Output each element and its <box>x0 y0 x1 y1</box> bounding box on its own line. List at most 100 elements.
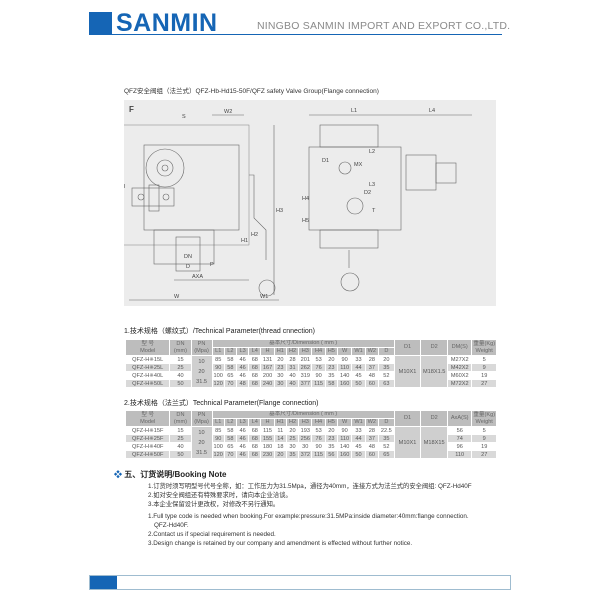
cell-dim: 110 <box>336 434 353 443</box>
header-col: L4 <box>248 418 262 427</box>
header-col: H5 <box>324 418 338 427</box>
cell-dim: 33 <box>351 355 366 364</box>
header-weight: 重量(Kg) Weight <box>471 339 497 356</box>
side-view <box>308 114 472 292</box>
cell-d2: M18X15 <box>420 426 448 459</box>
note-line: 3.Design change is retained by our compa… <box>148 540 413 548</box>
cell-model: QFZ-H※40L <box>124 371 171 380</box>
cell-dim: 90 <box>211 434 225 443</box>
pn-value: 10 <box>198 429 205 436</box>
cell-dim: 262 <box>298 363 313 372</box>
cell-dim: 53 <box>311 355 326 364</box>
cell-dim: 230 <box>260 450 275 459</box>
cell-model: QFZ-H※25F <box>124 434 171 443</box>
port-t: T <box>372 208 376 214</box>
header-col: H4 <box>311 347 326 356</box>
dim-h5: H5 <box>302 218 309 224</box>
cell-dim: 193 <box>298 426 313 435</box>
cell-dim: 140 <box>336 442 353 451</box>
dim-w1: W1 <box>260 294 268 300</box>
cell-dim: 240 <box>260 379 275 388</box>
cell-dim: 58 <box>223 355 238 364</box>
cell-dim: 37 <box>364 363 380 372</box>
cell-dim: 50 <box>351 379 366 388</box>
cell-weight: 9 <box>471 434 497 443</box>
header-col: L3 <box>235 418 250 427</box>
cell-dim: 58 <box>223 426 238 435</box>
cell-d1: M10X1 <box>393 426 422 459</box>
dim-d1: D1 <box>322 158 329 164</box>
cell-dim: 35 <box>324 371 338 380</box>
dim-l1: L1 <box>351 108 357 114</box>
dim-d2: D2 <box>364 190 371 196</box>
cell-dim: 28 <box>364 355 380 364</box>
header-col: L4 <box>248 347 262 356</box>
cell-dim: 120 <box>211 450 225 459</box>
cell-dim: 31 <box>285 363 300 372</box>
cell-dim: 70 <box>223 379 238 388</box>
header-col: H <box>260 418 275 427</box>
cell-dim: 18 <box>273 442 287 451</box>
note-line: 2.Contact us if special requirement is n… <box>148 531 276 539</box>
cell-d1: M10X1 <box>393 355 422 388</box>
dim-h4: H4 <box>302 196 309 202</box>
note-line: 2.如对安全阀组还有特殊要求时，请向本企业洽谈。 <box>148 492 292 500</box>
cell-dim: 100 <box>211 442 225 451</box>
cell-dim: 45 <box>351 371 366 380</box>
header-col: W2 <box>364 347 380 356</box>
cell-dim: 85 <box>211 355 225 364</box>
technical-drawing: F W2 S H H3 H1 H2 DN D P AXA W W1 L1 L4 … <box>118 100 496 306</box>
cell-dim: 68 <box>248 379 262 388</box>
dim-dn: DN <box>184 254 192 260</box>
header-col: W <box>336 347 353 356</box>
cell-dim: 76 <box>311 434 326 443</box>
cell-dn: 50 <box>169 379 192 388</box>
header-col: DM(S) <box>446 339 473 356</box>
dimension-labels: F W2 S H H3 H1 H2 DN D P AXA W W1 L1 L4 … <box>121 105 435 300</box>
header-col: D <box>378 347 395 356</box>
dim-l3: L3 <box>369 182 375 188</box>
company-name: NINGBO SANMIN IMPORT AND EXPORT CO.,LTD. <box>257 20 511 32</box>
header-col: H2 <box>285 347 300 356</box>
header-col: H1 <box>273 418 287 427</box>
header-col: H4 <box>311 418 326 427</box>
cell-dim: 46 <box>235 434 250 443</box>
cell-dim: 70 <box>223 450 238 459</box>
cell-dim: 11 <box>273 426 287 435</box>
cell-dim: 35 <box>378 434 395 443</box>
cell-dim: 20 <box>378 355 395 364</box>
cell-dim: 58 <box>324 379 338 388</box>
cell-dim: 35 <box>285 450 300 459</box>
cell-dim: 30 <box>298 442 313 451</box>
pn-value: 10 <box>198 358 205 365</box>
header-col: D <box>378 418 395 427</box>
cell-dim: 45 <box>351 442 366 451</box>
dim-h3: H3 <box>276 208 283 214</box>
cell-dim: 65 <box>223 442 238 451</box>
cell-dim: 115 <box>311 450 326 459</box>
logo: SANMIN <box>116 9 218 37</box>
header-dimension: 基本尺寸/Dimension ( mm ) <box>211 410 395 419</box>
header-col: H5 <box>324 347 338 356</box>
cell-dim: 85 <box>211 426 225 435</box>
cell-d2: M18X1.5 <box>420 355 448 388</box>
table2-title: 2.技术规格（法兰式）Technical Parameter(Flange co… <box>124 400 319 407</box>
cell-size: 110 <box>446 450 473 459</box>
document-title: QFZ安全阀组（法兰式）QFZ-Hb-Hd15-50F/QFZ safety V… <box>124 88 379 95</box>
cell-dim: 90 <box>311 442 326 451</box>
header-col: L3 <box>235 347 250 356</box>
cell-dim: 90 <box>336 426 353 435</box>
cell-dim: 23 <box>273 363 287 372</box>
cell-dim: 160 <box>336 450 353 459</box>
cell-dim: 40 <box>285 379 300 388</box>
header-col: L2 <box>223 418 238 427</box>
cell-dim: 30 <box>273 371 287 380</box>
cell-dim: 319 <box>298 371 313 380</box>
header-col: W1 <box>351 418 366 427</box>
cell-weight: 27 <box>471 450 497 459</box>
cell-weight: 9 <box>471 363 497 372</box>
cell-dim: 48 <box>235 379 250 388</box>
